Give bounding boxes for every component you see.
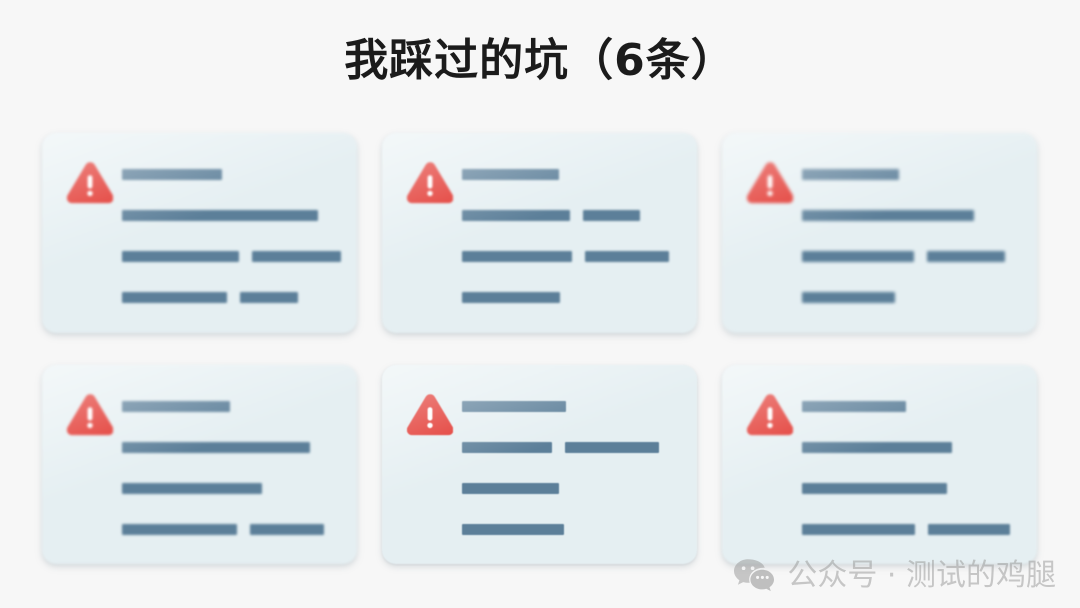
text-bar — [802, 210, 974, 221]
text-line — [462, 442, 681, 453]
pitfall-card-grid — [42, 133, 1038, 564]
warning-triangle-icon — [407, 162, 453, 204]
text-line — [122, 251, 341, 262]
text-bar — [122, 442, 310, 453]
text-bar — [251, 251, 341, 262]
pitfall-card[interactable] — [382, 133, 697, 333]
text-bar — [240, 292, 298, 303]
text-bar — [802, 401, 906, 412]
warning-triangle-icon — [67, 162, 113, 204]
text-line — [802, 169, 1021, 180]
text-line — [462, 524, 681, 535]
text-bar — [802, 292, 895, 303]
card-text-placeholder — [122, 169, 341, 303]
card-text-placeholder — [462, 401, 681, 535]
text-line — [802, 210, 1021, 221]
text-bar — [802, 442, 952, 453]
text-bar — [122, 483, 262, 494]
text-bar — [462, 401, 566, 412]
text-bar — [462, 251, 572, 262]
text-bar — [122, 210, 318, 221]
text-bar — [928, 524, 1010, 535]
text-line — [462, 169, 681, 180]
pitfall-card[interactable] — [42, 365, 357, 564]
text-bar — [802, 524, 915, 535]
text-bar — [802, 483, 947, 494]
text-bar — [462, 169, 559, 180]
text-line — [802, 251, 1021, 262]
text-line — [462, 483, 681, 494]
text-bar — [585, 251, 669, 262]
text-bar — [565, 442, 659, 453]
pitfall-card[interactable] — [42, 133, 357, 333]
page-title: 我踩过的坑（6条） — [344, 35, 736, 86]
text-line — [122, 292, 341, 303]
text-bar — [802, 251, 914, 262]
text-line — [462, 251, 681, 262]
warning-triangle-icon — [747, 394, 793, 436]
text-line — [122, 524, 341, 535]
text-bar — [927, 251, 1005, 262]
text-bar — [122, 401, 230, 412]
watermark-text: 公众号 · 测试的鸡腿 — [787, 558, 1056, 593]
text-bar — [462, 210, 570, 221]
text-line — [462, 292, 681, 303]
text-line — [462, 210, 681, 221]
text-line — [122, 169, 341, 180]
warning-triangle-icon — [67, 394, 113, 436]
text-bar — [462, 292, 560, 303]
text-line — [122, 210, 341, 221]
pitfall-card[interactable] — [382, 365, 697, 564]
card-text-placeholder — [122, 401, 341, 535]
text-bar — [122, 169, 222, 180]
text-line — [802, 401, 1021, 412]
text-bar — [802, 169, 899, 180]
text-bar — [122, 524, 237, 535]
wechat-logo-icon — [733, 558, 775, 594]
warning-triangle-icon — [407, 394, 453, 436]
text-bar — [250, 524, 324, 535]
text-bar — [583, 210, 640, 221]
text-bar — [122, 292, 227, 303]
text-line — [802, 483, 1021, 494]
warning-triangle-icon — [747, 162, 793, 204]
card-text-placeholder — [802, 401, 1021, 535]
watermark: 公众号 · 测试的鸡腿 — [733, 558, 1056, 594]
card-text-placeholder — [802, 169, 1021, 303]
text-line — [802, 442, 1021, 453]
text-bar — [122, 251, 239, 262]
text-bar — [462, 442, 552, 453]
pitfall-card[interactable] — [722, 133, 1037, 333]
text-line — [122, 483, 341, 494]
card-text-placeholder — [462, 169, 681, 303]
text-line — [802, 292, 1021, 303]
text-bar — [462, 483, 559, 494]
text-line — [802, 524, 1021, 535]
text-line — [122, 442, 341, 453]
pitfall-card[interactable] — [722, 365, 1037, 564]
text-bar — [462, 524, 564, 535]
text-line — [462, 401, 681, 412]
text-line — [122, 401, 341, 412]
